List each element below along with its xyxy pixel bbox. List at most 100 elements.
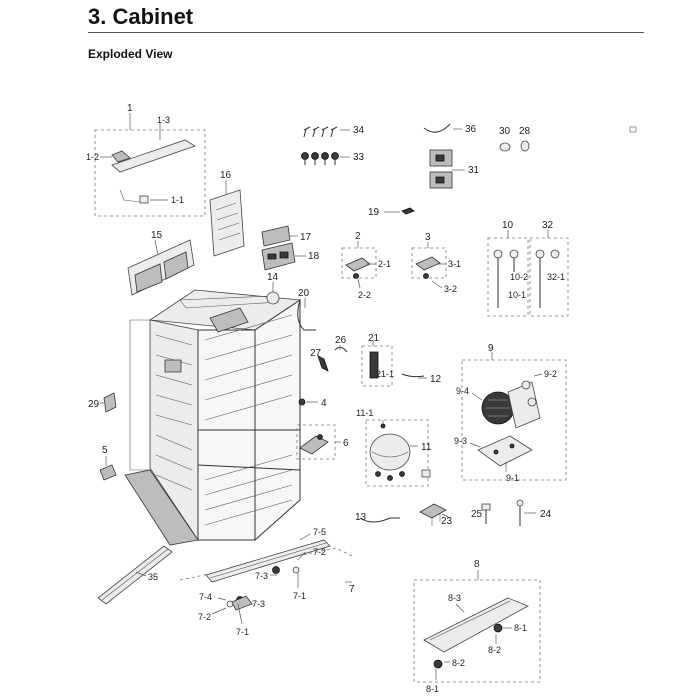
label-7-2a: 7-2 [313,547,326,557]
label-1-1: 1-1 [171,195,184,205]
label-3: 3 [425,232,431,243]
part-2-group-box [341,247,377,279]
label-7-3a: 7-3 [255,571,268,581]
label-12: 12 [430,374,442,385]
label-21: 21 [368,333,380,344]
label-1-3: 1-3 [157,115,170,125]
label-36: 36 [465,124,477,135]
label-8-2a: 8-2 [488,645,501,655]
panel-cover-16-ribs [215,202,241,241]
label-30: 30 [499,126,511,137]
label-9-3: 9-3 [454,436,467,446]
label-7: 7 [349,584,355,595]
wire-harness-1-1 [119,189,141,203]
bracket-31-top-slot [435,154,445,162]
label-7-3b: 7-3 [252,599,265,609]
label-21-1: 21-1 [376,369,394,379]
roller-8-1b [433,659,443,669]
label-1-2: 1-2 [86,152,99,162]
hinge-27 [317,355,329,372]
part-1-group-box [94,129,206,217]
part-9-group-box [461,359,567,481]
grommet-14 [266,291,280,305]
label-8-1b: 8-1 [426,684,439,694]
compressor-foot-a [375,471,381,477]
part-labels: 1 1-3 1-2 1-1 16 34 33 36 30 28 31 19 15… [86,103,565,694]
section-subtitle: Exploded View [88,47,173,61]
heading-rule: 3. Cabinet [88,4,644,33]
label-7-1b: 7-1 [236,627,249,637]
label-7-1a: 7-1 [293,591,306,601]
clip-19 [401,207,415,215]
label-25: 25 [471,509,483,520]
connector-1-1 [139,195,149,204]
leader-15 [154,239,159,256]
label-5: 5 [102,445,108,456]
label-23: 23 [441,516,453,527]
label-10-1: 10-1 [508,290,526,300]
base-plate-8-3-line [429,600,511,641]
hinge-6-pin [317,434,323,440]
compressor-foot-b [387,475,393,481]
top-cover-plate [111,139,196,173]
pcb-18 [261,242,296,271]
grommet-11-1 [380,423,386,429]
bracket-9-3 [477,435,533,467]
bracket-9-3-hole-a [493,449,499,455]
roller-7-2a [292,566,300,574]
leader-7-2a [297,551,306,561]
leader-7-1b [237,603,243,625]
grommet-9-2 [521,380,531,390]
label-3-1: 3-1 [448,259,461,269]
fan-blade-hub [527,397,537,407]
hinge-6 [299,435,329,455]
label-8: 8 [474,559,480,570]
bracket-31-bottom-slot [435,176,445,184]
roller-8-1a [493,623,503,633]
screw-4 [298,398,306,406]
label-34: 34 [353,125,365,136]
label-14: 14 [267,272,279,283]
leader-35 [135,571,147,577]
clip-26 [334,346,348,353]
leader-9-3 [469,442,481,448]
label-24: 24 [540,509,552,520]
wire-clip-36 [423,123,451,133]
part-3-group-box [411,247,447,279]
label-33: 33 [353,152,365,163]
label-19: 19 [368,207,380,218]
pcb-17 [261,225,291,247]
label-16: 16 [220,170,232,181]
label-9-1: 9-1 [506,473,519,483]
base-plate-8-3 [423,597,529,653]
bracket-29 [103,392,117,413]
pin-24-head [516,499,524,507]
part-11-group-box [365,419,429,487]
label-8-2b: 8-2 [452,658,465,668]
leader-9-4 [471,392,483,401]
bracket-7-4 [231,595,253,611]
label-8-1a: 8-1 [514,623,527,633]
part-8-group-box [413,579,541,683]
sensor-21-1 [369,351,379,379]
label-6: 6 [343,438,349,449]
fan-motor-9-4-fins [486,399,510,417]
label-35: 35 [148,572,158,582]
leader-2-2 [357,278,361,289]
label-26: 26 [335,335,347,346]
damper-2-1 [345,257,371,272]
label-18: 18 [308,251,320,262]
leader-3-2 [431,280,443,289]
label-4: 4 [321,398,327,409]
label-9-2: 9-2 [544,369,557,379]
cabinet-body [124,289,302,546]
label-28: 28 [519,126,531,137]
label-8-3: 8-3 [448,593,461,603]
label-32: 32 [542,220,554,231]
roller-7-3a [272,566,280,574]
leveling-foot-5 [99,464,117,481]
label-11: 11 [421,442,432,453]
label-15: 15 [151,230,163,241]
label-9-4: 9-4 [456,386,469,396]
